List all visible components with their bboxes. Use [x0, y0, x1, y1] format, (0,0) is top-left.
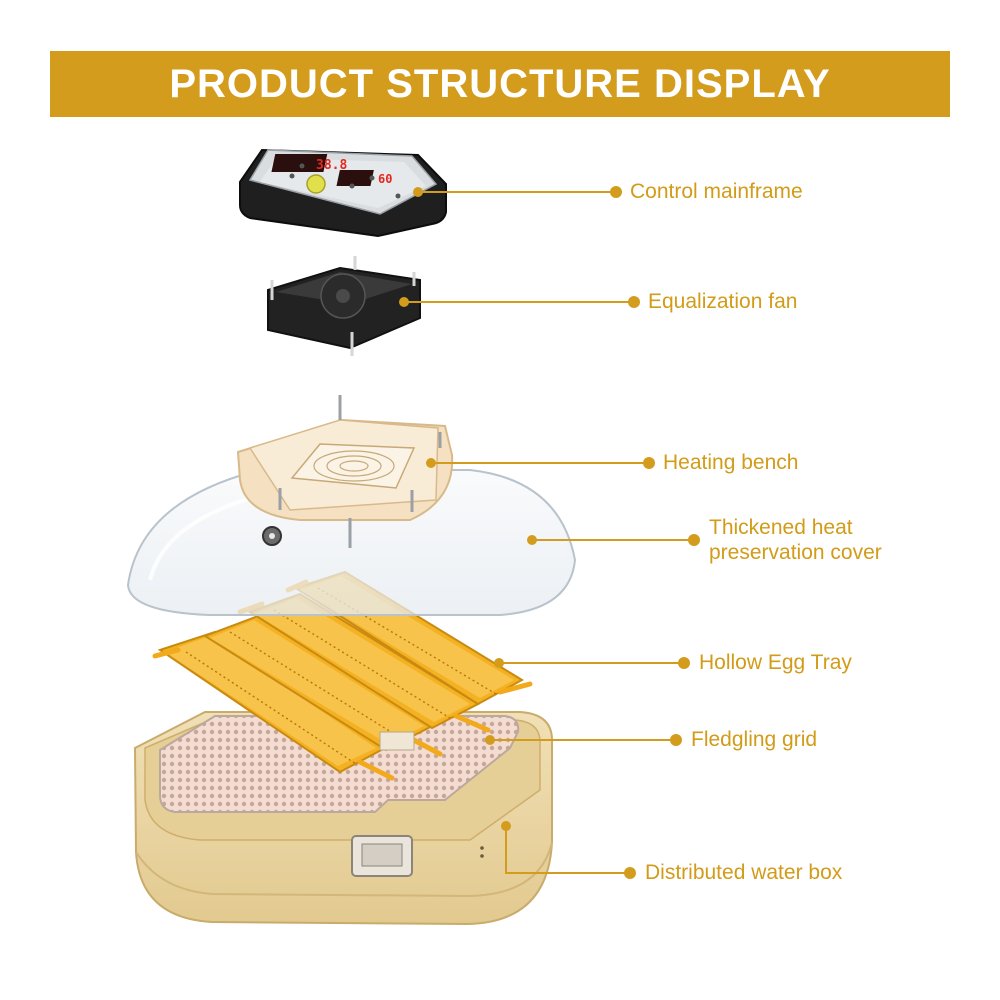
title-banner: PRODUCT STRUCTURE DISPLAY [50, 51, 950, 117]
hollow-egg-tray [152, 570, 533, 781]
humidity-display [336, 170, 374, 186]
label-cover-line2: preservation cover [709, 541, 882, 564]
leader-dots [399, 186, 700, 879]
equalization-fan [267, 256, 421, 356]
temperature-readout: 38.8 [316, 158, 347, 173]
page-title: PRODUCT STRUCTURE DISPLAY [169, 61, 831, 106]
label-fledgling-grid: Fledgling grid [691, 728, 818, 751]
label-control-mainframe: Control mainframe [630, 180, 803, 203]
label-distributed-water-box: Distributed water box [645, 861, 843, 884]
label-cover-line1: Thickened heat [709, 516, 853, 539]
humidity-readout: 60 [378, 172, 392, 186]
label-hollow-egg-tray: Hollow Egg Tray [699, 651, 852, 674]
leader-lines [404, 191, 694, 874]
label-equalization-fan: Equalization fan [648, 290, 798, 313]
power-button [306, 174, 326, 194]
temperature-display [271, 154, 328, 172]
control-mainframe [239, 148, 447, 238]
label-heating-bench: Heating bench [663, 451, 799, 474]
